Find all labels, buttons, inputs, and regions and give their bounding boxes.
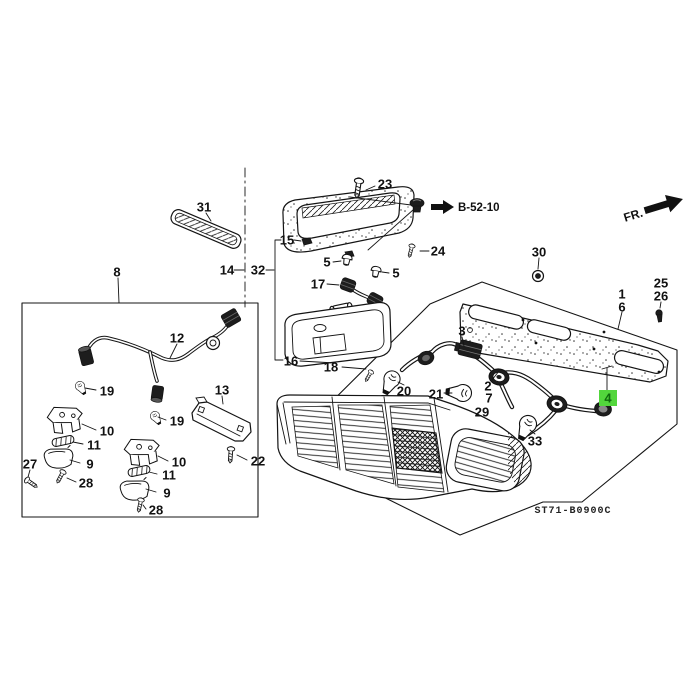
leader-31 (205, 212, 212, 222)
part-callout-19[interactable]: 19 (100, 384, 114, 399)
part-callout-13[interactable]: 13 (215, 383, 229, 398)
back-panel-drawing (459, 303, 669, 392)
fr-arrow-icon (643, 195, 683, 215)
bracket-10b-drawing (122, 435, 162, 468)
lens-11a-drawing (50, 434, 76, 448)
housing-9a-drawing (42, 444, 75, 471)
part-callout-9[interactable]: 9 (163, 486, 170, 501)
part-callout-15[interactable]: 15 (280, 233, 294, 248)
part-callout-16[interactable]: 16 (284, 354, 298, 369)
part-callout-23[interactable]: 23 (378, 177, 392, 192)
grommet-30-drawing (531, 257, 545, 283)
part-callout-5[interactable]: 5 (392, 266, 399, 281)
part-callout-22[interactable]: 22 (251, 454, 265, 469)
taillight-lamp-drawing (276, 394, 532, 501)
screw-24-drawing (405, 242, 416, 259)
part-callout-12[interactable]: 12 (170, 331, 184, 346)
part-callout-11[interactable]: 11 (162, 468, 176, 483)
part-callout-31[interactable]: 31 (197, 200, 211, 215)
part-callout-8[interactable]: 8 (113, 265, 120, 280)
part-callout-14[interactable]: 14 (220, 263, 235, 278)
part-callout-25[interactable]: 25 (654, 276, 668, 291)
screw-28a-drawing (53, 468, 68, 485)
highlight-badge (599, 390, 617, 406)
part-callout-32[interactable]: 32 (251, 263, 265, 278)
part-callout-27[interactable]: 27 (23, 457, 37, 472)
part-callout-5[interactable]: 5 (323, 255, 330, 270)
housing-16-drawing (284, 301, 392, 384)
clip-25-26-drawing (655, 301, 663, 323)
right-arrow-icon (431, 200, 454, 214)
part-callout-9[interactable]: 9 (86, 457, 93, 472)
part-callout-18[interactable]: 18 (324, 360, 338, 375)
screw-22-drawing (225, 445, 236, 464)
rear-harness-drawing (399, 336, 612, 437)
part-callout-21[interactable]: 21 (429, 387, 443, 402)
service-ref-group: B-52-10 (349, 196, 500, 251)
part-callout-20[interactable]: 20 (397, 384, 411, 399)
grommet-5a-drawing (340, 253, 354, 267)
license-parts-box (21, 277, 259, 518)
part-callout-17[interactable]: 17 (311, 277, 325, 292)
part-callout-19[interactable]: 19 (170, 414, 184, 429)
part-callout-3[interactable]: 3 (458, 324, 465, 339)
part-callout-10[interactable]: 10 (100, 424, 114, 439)
part-callout-28[interactable]: 28 (149, 503, 163, 518)
bracket-13-drawing (191, 396, 252, 442)
bracket-10a-drawing (45, 403, 85, 436)
garnish-drawing-top (282, 186, 415, 258)
part-callout-29[interactable]: 29 (475, 405, 489, 420)
harness-drawing-12 (78, 308, 242, 403)
leaders-bulbs (397, 381, 536, 435)
lens-11b-drawing (126, 464, 152, 478)
leaders-5-15-17 (293, 239, 390, 286)
grommet-5b-drawing (369, 265, 383, 279)
part-callout-10[interactable]: 10 (172, 455, 186, 470)
part-callout-30[interactable]: 30 (532, 245, 546, 260)
emblem-drawing (170, 209, 242, 249)
fr-label: FR. (622, 206, 645, 225)
part-callout-2[interactable]: 2 (484, 379, 491, 394)
grommet-b5210-drawing (409, 198, 425, 213)
part-callout-1[interactable]: 1 (618, 287, 625, 302)
centerline (233, 167, 284, 361)
screw-27-drawing (22, 475, 40, 491)
fr-direction-indicator: FR. (622, 195, 683, 225)
part-callout-33[interactable]: 33 (528, 434, 542, 449)
part-callout-6[interactable]: 6 (618, 300, 625, 315)
box8-leaders (27, 343, 248, 510)
leader-23 (365, 185, 376, 191)
service-ref-label[interactable]: B-52-10 (458, 202, 500, 214)
part-callout-24[interactable]: 24 (431, 244, 446, 259)
part-callout-11[interactable]: 11 (87, 438, 101, 453)
part-callout-4[interactable]: 4 (604, 391, 612, 406)
part-callout-26[interactable]: 26 (654, 289, 668, 304)
part-callout-28[interactable]: 28 (79, 476, 93, 491)
housing-9b-drawing (118, 476, 151, 503)
part-callout-7[interactable]: 7 (485, 391, 492, 406)
diagram-code: ST71-B0900C (534, 506, 611, 517)
